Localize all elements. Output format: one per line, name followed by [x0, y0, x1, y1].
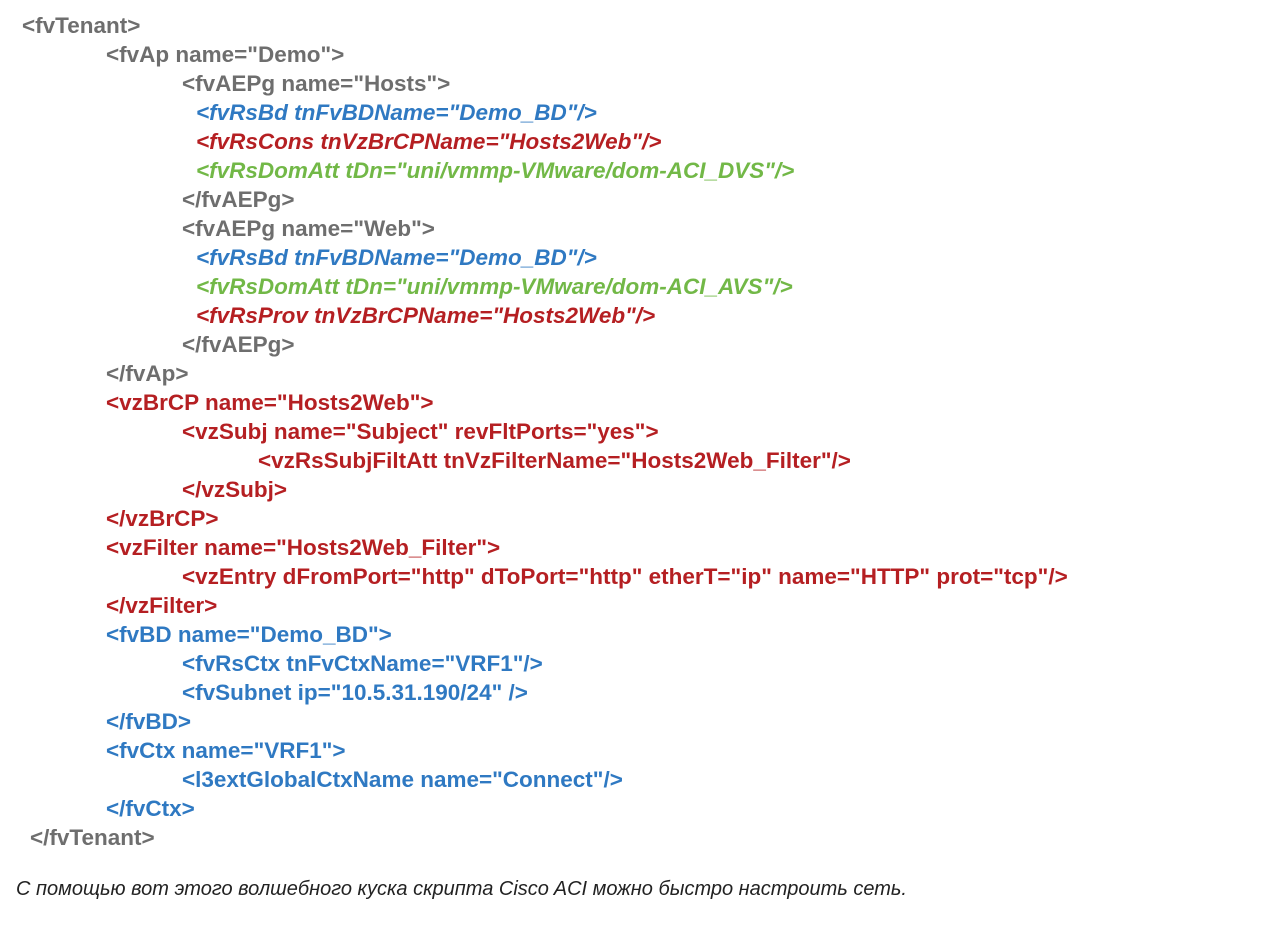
code-line: </fvAEPg>	[182, 332, 295, 357]
code-line: </vzFilter>	[106, 593, 218, 618]
code-line: <vzRsSubjFiltAtt tnVzFilterName="Hosts2W…	[258, 448, 851, 473]
code-line: <fvRsDomAtt tDn="uni/vmmp-VMware/dom-ACI…	[196, 158, 795, 183]
code-line: <fvRsBd tnFvBDName="Demo_BD"/>	[196, 100, 597, 125]
code-line: </fvTenant>	[30, 825, 155, 850]
code-line: <fvSubnet ip="10.5.31.190/24" />	[182, 680, 528, 705]
code-line: <fvRsDomAtt tDn="uni/vmmp-VMware/dom-ACI…	[196, 274, 793, 299]
code-line: <fvRsCtx tnFvCtxName="VRF1"/>	[182, 651, 543, 676]
code-line: <vzEntry dFromPort="http" dToPort="http"…	[182, 564, 1068, 589]
xml-code-image: <fvTenant> <fvAp name="Demo"> <fvAEPg name…	[22, 13, 1068, 850]
code-line: </fvAp>	[106, 361, 189, 386]
code-line: <fvAp name="Demo">	[106, 42, 345, 67]
code-line: </vzBrCP>	[106, 506, 219, 531]
code-line: <fvRsBd tnFvBDName="Demo_BD"/>	[196, 245, 597, 270]
code-line: <l3extGlobalCtxName name="Connect"/>	[182, 767, 623, 792]
code-line: </fvCtx>	[106, 796, 195, 821]
image-caption: С помощью вот этого волшебного куска скр…	[16, 878, 907, 900]
code-line: <fvRsProv tnVzBrCPName="Hosts2Web"/>	[196, 303, 656, 328]
code-line: <vzSubj name="Subject" revFltPorts="yes"…	[182, 419, 659, 444]
code-line: </fvBD>	[106, 709, 192, 734]
code-line: <fvTenant>	[22, 13, 141, 38]
code-line: <fvRsCons tnVzBrCPName="Hosts2Web"/>	[196, 129, 662, 154]
code-line: </fvAEPg>	[182, 187, 295, 212]
code-line: <fvCtx name="VRF1">	[106, 738, 346, 763]
code-line: </vzSubj>	[182, 477, 288, 502]
code-line: <fvAEPg name="Hosts">	[182, 71, 451, 96]
code-line: <vzBrCP name="Hosts2Web">	[106, 390, 434, 415]
code-line: <vzFilter name="Hosts2Web_Filter">	[106, 535, 501, 560]
code-line: <fvBD name="Demo_BD">	[106, 622, 392, 647]
code-line: <fvAEPg name="Web">	[182, 216, 435, 241]
